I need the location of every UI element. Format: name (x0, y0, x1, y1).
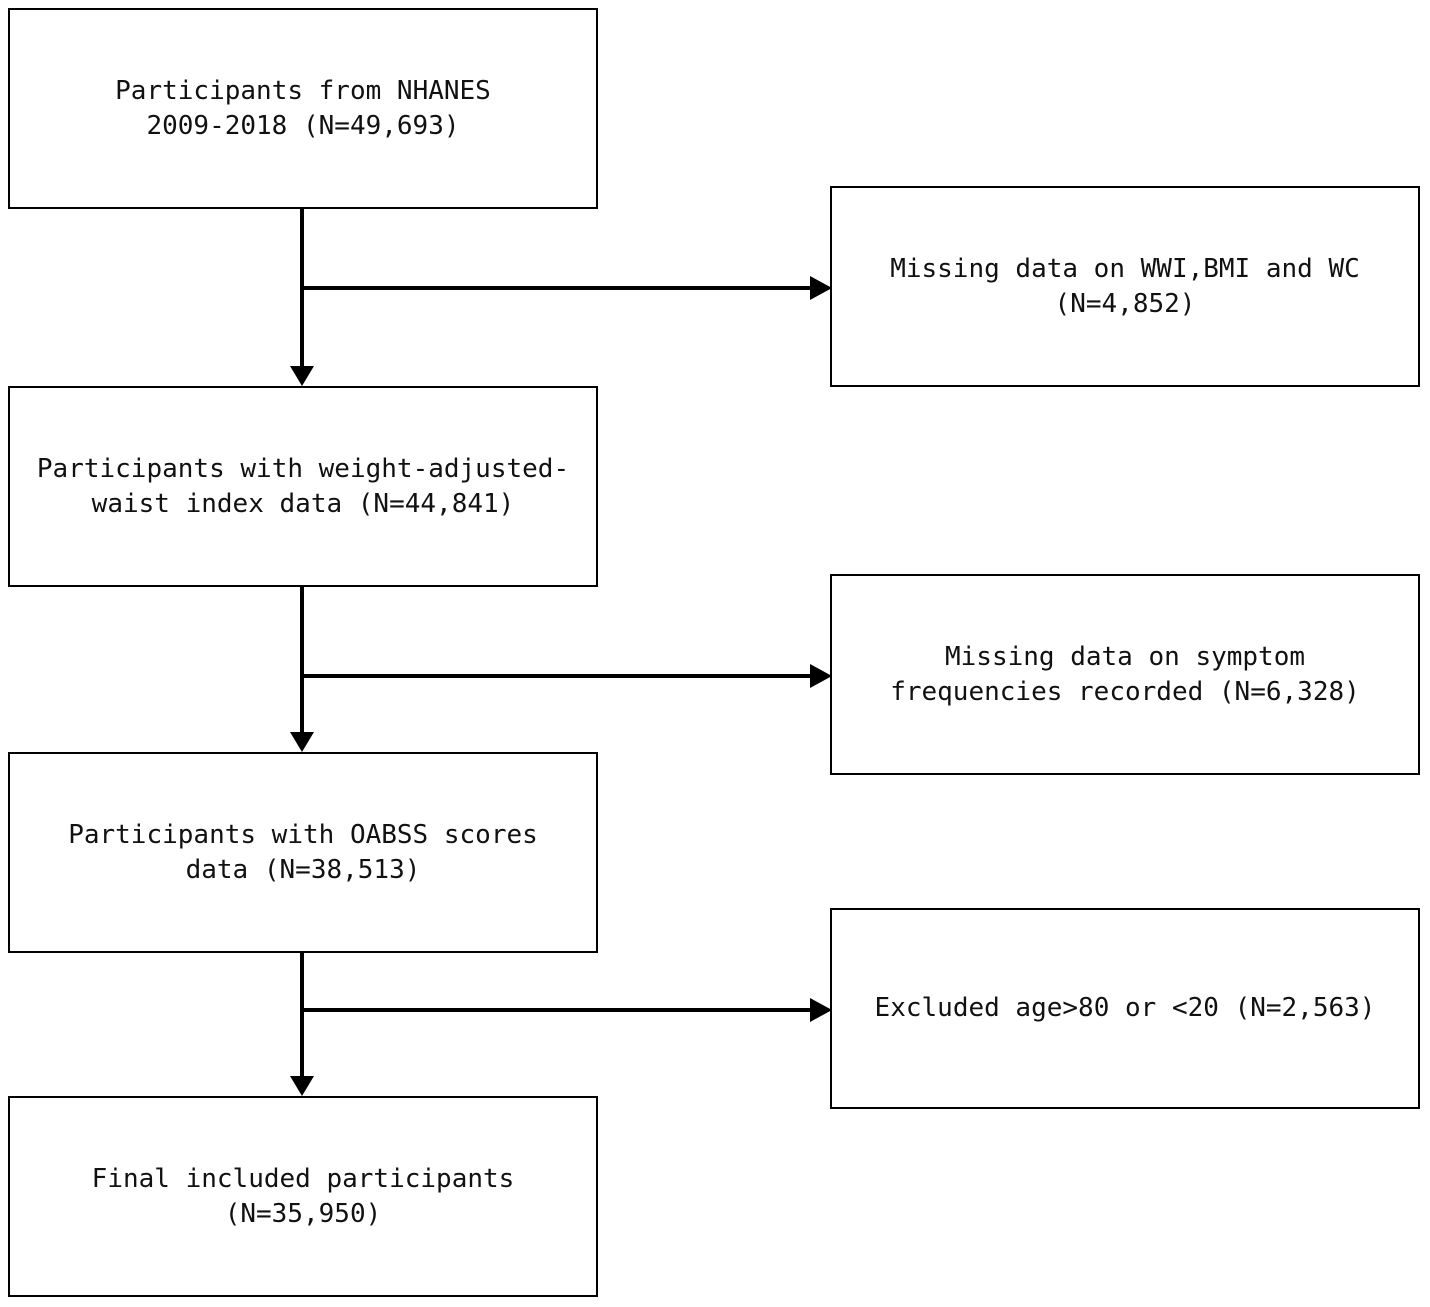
main-arrowhead-3 (290, 1076, 314, 1096)
exclusion-box-line: frequencies recorded (N=6,328) (890, 676, 1360, 707)
exclusion-box-excluded-age: Excluded age>80 or <20 (N=2,563) (830, 908, 1420, 1109)
exclusion-box-line: Missing data on WWI,BMI and WC (890, 253, 1360, 284)
branch-arrowhead-1 (810, 276, 832, 300)
main-arrowhead-2 (290, 732, 314, 752)
step-box-final-included: Final included participants (N=35,950) (8, 1096, 598, 1297)
exclusion-box-missing-wwi-bmi-wc: Missing data on WWI,BMI and WC (N=4,852) (830, 186, 1420, 387)
exclusion-box-line: Missing data on symptom (944, 641, 1306, 672)
step-box-line: waist index data (N=44,841) (91, 488, 515, 519)
step-box-line: Participants with OABSS scores (68, 819, 538, 850)
branch-arrowhead-3 (810, 998, 832, 1022)
branch-arrowhead-2 (810, 664, 832, 688)
exclusion-box-line: (N=4,852) (1054, 288, 1196, 319)
step-box-line: Participants with weight-adjusted- (36, 453, 570, 484)
main-arrowhead-1 (290, 366, 314, 386)
exclusion-box-missing-symptom-frequencies: Missing data on symptom frequencies reco… (830, 574, 1420, 775)
step-box-line: Final included participants (91, 1163, 515, 1194)
step-box-weight-adjusted-waist-index: Participants with weight-adjusted- waist… (8, 386, 598, 587)
step-box-line: 2009-2018 (N=49,693) (146, 110, 460, 141)
step-box-line: data (N=38,513) (185, 854, 421, 885)
step-box-line: (N=35,950) (224, 1198, 382, 1229)
exclusion-box-line: Excluded age>80 or <20 (N=2,563) (874, 993, 1376, 1023)
step-box-participants-nhanes: Participants from NHANES 2009-2018 (N=49… (8, 8, 598, 209)
step-box-line: Participants from NHANES (115, 75, 491, 106)
step-box-oabss-scores: Participants with OABSS scores data (N=3… (8, 752, 598, 953)
